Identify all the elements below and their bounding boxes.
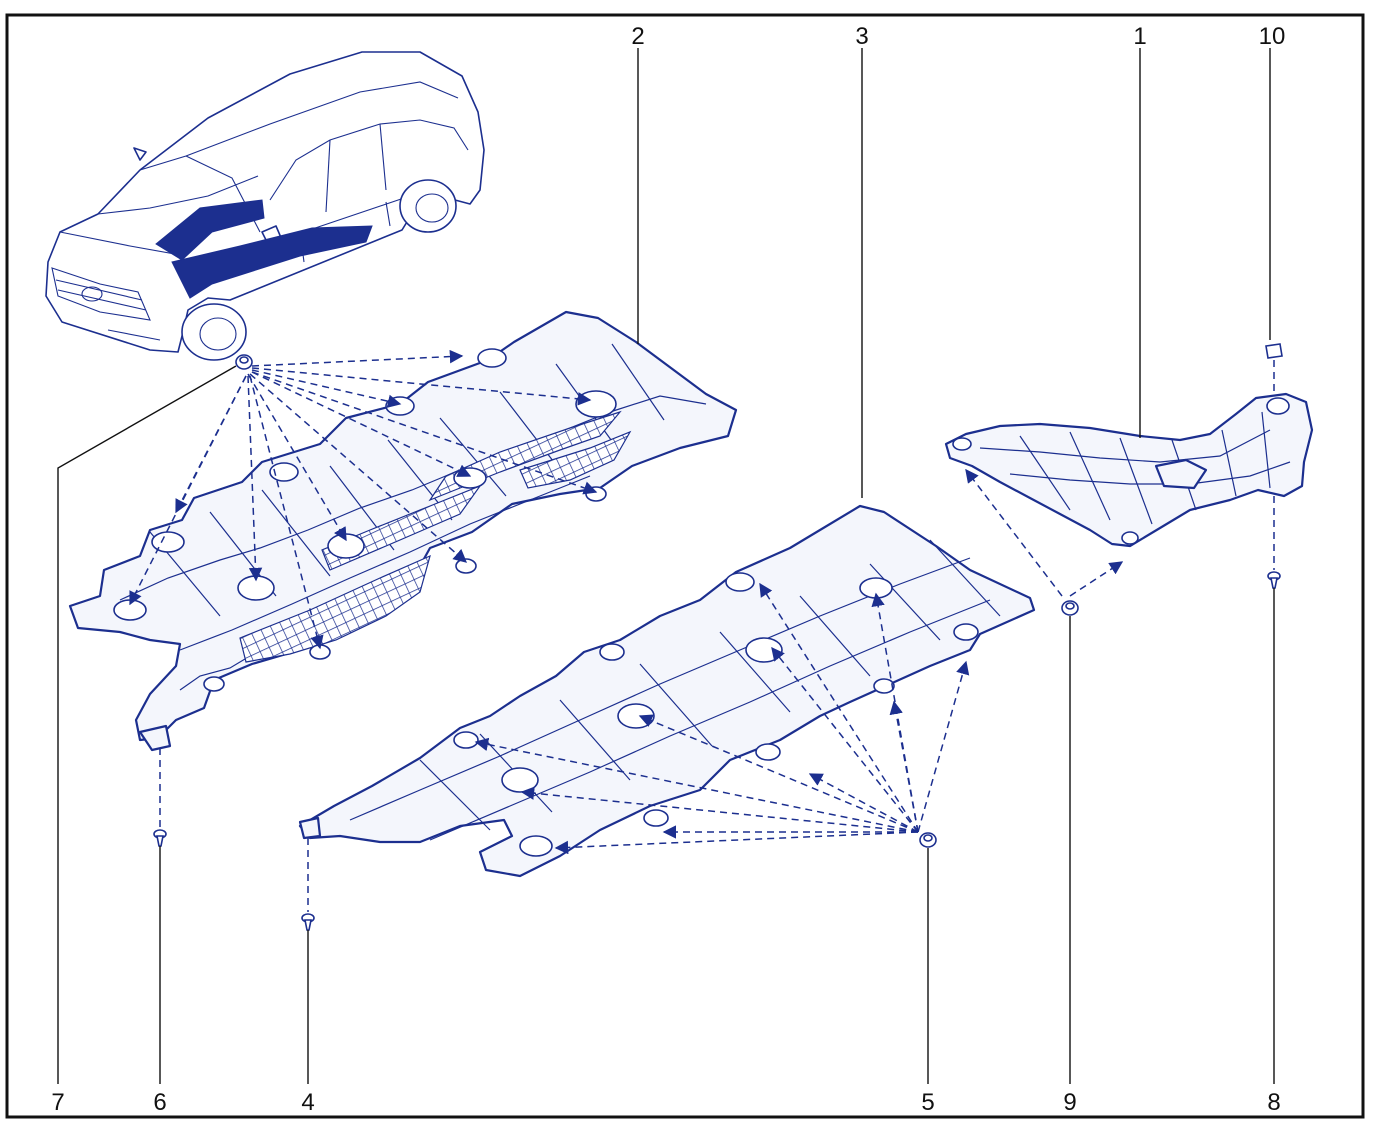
assembly-arrows-front: [129, 349, 598, 828]
center-underbody-shield: [298, 504, 1036, 878]
callout-4: 4: [301, 1089, 314, 1116]
screw-front: [153, 829, 167, 847]
callout-3: 3: [855, 23, 868, 50]
callout-10: 10: [1259, 23, 1286, 50]
clip-nut-rear: [1061, 600, 1079, 616]
leader-lines: [57, 48, 1275, 1084]
rear-side-shield: [944, 392, 1314, 548]
clip-rear: [1265, 343, 1283, 359]
assembly-arrows-center: [307, 582, 970, 912]
screw-center: [301, 913, 315, 931]
clip-nut-front: [235, 354, 253, 370]
callout-8: 8: [1267, 1089, 1280, 1116]
callout-2: 2: [631, 23, 644, 50]
callout-9: 9: [1063, 1089, 1076, 1116]
screw-rear: [1267, 571, 1281, 589]
front-shield-mesh-zone: [239, 554, 431, 663]
callout-5: 5: [921, 1089, 934, 1116]
clip-nut-center: [919, 832, 937, 848]
callout-1: 1: [1133, 23, 1146, 50]
vehicle-locator-illustration: [45, 51, 485, 361]
assembly-arrows-rear: [965, 360, 1275, 597]
diagram-frame: [5, 13, 1365, 1119]
callout-6: 6: [153, 1089, 166, 1116]
callout-7: 7: [51, 1089, 64, 1116]
